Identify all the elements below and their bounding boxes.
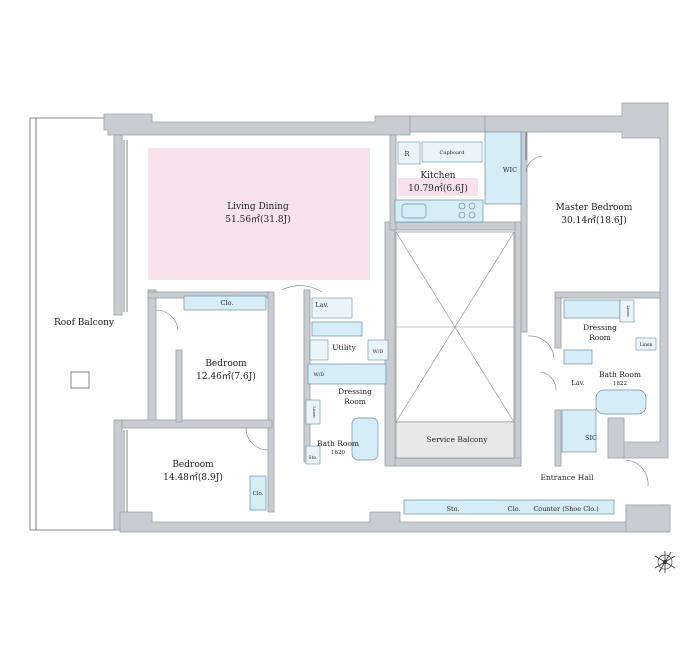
- dressing-room-2-label: Dressing: [583, 323, 617, 332]
- clo-1-label: Clo.: [221, 299, 234, 307]
- sic-label: SIC: [585, 434, 597, 442]
- compass-icon: [654, 551, 676, 573]
- cupboard-label: Cupboard: [439, 150, 465, 156]
- lav-2-label: Lav.: [571, 379, 584, 387]
- clo-3-label: Clo.: [508, 505, 521, 513]
- bath-room-2-size: 1822: [613, 381, 627, 387]
- windows: [123, 132, 527, 512]
- wic-label: WIC: [503, 166, 517, 174]
- bedroom-2-label: Bedroom: [172, 460, 214, 470]
- drain-icon: [70, 371, 90, 389]
- living-dining-label: Living Dining: [227, 202, 289, 212]
- dressing-room-2-label-2: Room: [589, 333, 611, 342]
- master-bath-fixtures: [561, 299, 657, 453]
- bath-room-1-size: 1620: [331, 450, 345, 456]
- service-balcony-void: [395, 231, 515, 459]
- wd-2-label: W/D: [314, 372, 325, 378]
- sto-2-label: Sto.: [309, 455, 319, 461]
- wd-1-label: W/D: [373, 349, 384, 355]
- kitchen-area: 10.79㎡(6.6J): [408, 183, 468, 194]
- closets: [183, 295, 615, 515]
- bedroom-2-area: 14.48㎡(8.9J): [163, 472, 223, 483]
- living-dining-area: 51.56㎡(31.8J): [225, 214, 290, 225]
- counter-label: Counter (Shoe Clo.): [533, 505, 599, 513]
- kitchen-fixtures: [394, 131, 522, 223]
- linen-3-label: Linen: [312, 406, 317, 418]
- kitchen-label: Kitchen: [420, 171, 455, 181]
- master-bedroom-label: Master Bedroom: [556, 203, 633, 213]
- bath-room-1-label: Bath Room: [317, 439, 359, 448]
- bedroom-1-area: 12.46㎡(7.6J): [196, 371, 256, 382]
- utility-fixtures: [305, 297, 389, 465]
- dressing-room-1-label: Dressing: [338, 387, 372, 396]
- entrance-hall-label: Entrance Hall: [540, 473, 594, 482]
- interior-walls: [121, 131, 661, 513]
- living-dining-highlight: [148, 148, 370, 280]
- clo-2-label: Clo.: [253, 491, 264, 497]
- exterior-walls: [103, 102, 671, 533]
- master-bedroom-area: 30.14㎡(18.6J): [561, 215, 626, 226]
- roof-balcony-label: Roof Balcony: [54, 318, 115, 328]
- service-balcony-label: Service Balcony: [427, 435, 489, 444]
- dressing-room-1-label-2: Room: [344, 397, 366, 406]
- sto-1-label: Sto.: [447, 505, 460, 513]
- linen-2-label: Linen: [640, 342, 653, 348]
- roof-balcony-area: [29, 117, 120, 531]
- door-swings: [155, 155, 649, 487]
- bath-room-2-label: Bath Room: [599, 370, 641, 379]
- lav-1-label: Lav.: [315, 301, 328, 309]
- utility-label: Utility: [332, 343, 357, 352]
- bedroom-1-label: Bedroom: [205, 359, 247, 369]
- fridge-label: R: [405, 150, 411, 158]
- linen-1-label: Linen: [626, 305, 631, 317]
